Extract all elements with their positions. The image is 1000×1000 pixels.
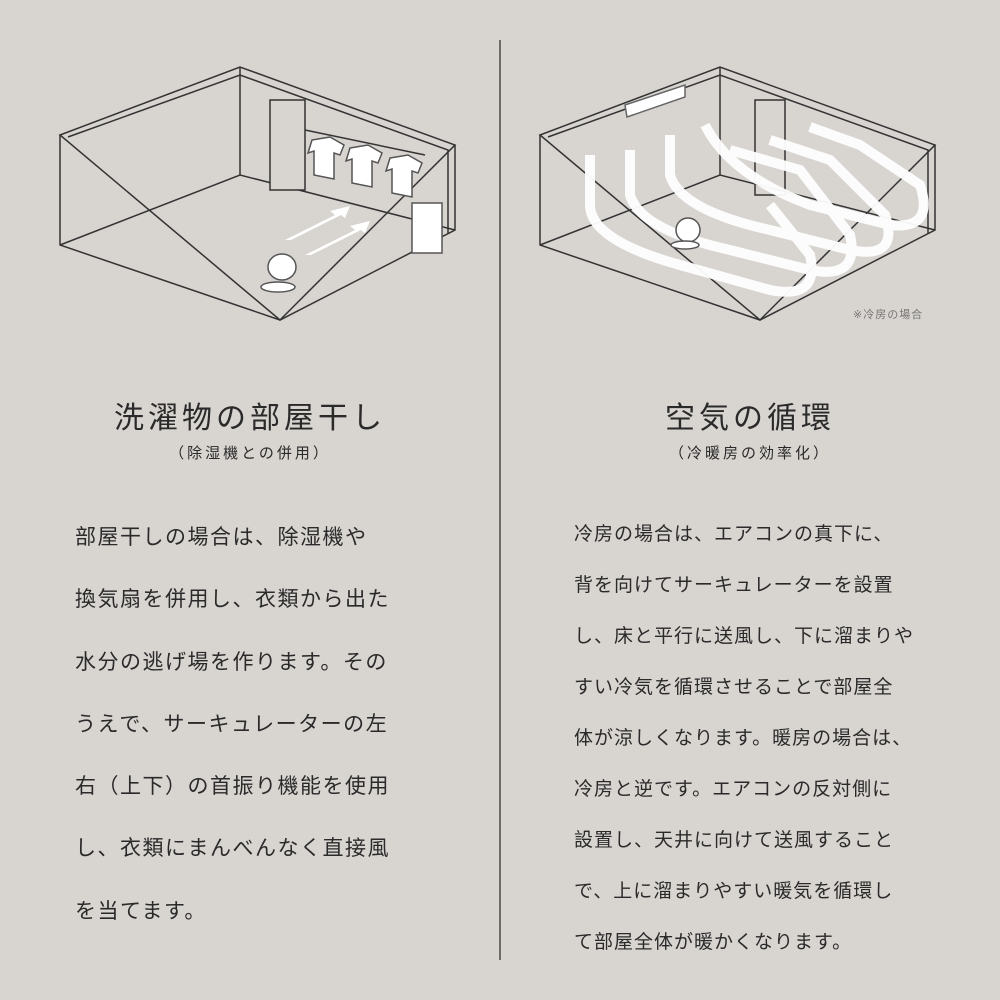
center-divider [499, 40, 501, 960]
body-line: で、上に溜まりやすい暖気を循環し [574, 880, 894, 902]
right-subtitle: （冷暖房の効率化） [668, 444, 831, 462]
left-title: 洗濯物の部屋干し [114, 401, 386, 436]
cooling-case-note: ※冷房の場合 [853, 308, 924, 321]
body-line: 部屋干しの場合は、除湿機や [75, 525, 368, 549]
body-line: 設置し、天井に向けて送風すること [574, 829, 895, 851]
body-line: 背を向けてサーキュレーターを設置 [574, 574, 894, 596]
body-line: 体が涼しくなります。暖房の場合は、 [574, 727, 913, 749]
air-circulation-illustration [538, 66, 937, 322]
body-line: 水分の逃げ場を作ります。その [75, 649, 388, 674]
laundry-room-illustration [58, 66, 457, 322]
left-body: 部屋干しの場合は、除湿機や 換気扇を併用し、衣類から出た 水分の逃げ場を作ります… [75, 506, 390, 942]
body-line: 右（上下）の首振り機能を使用 [75, 774, 390, 799]
body-line: 冷房と逆です。エアコンの反対側に [574, 778, 893, 800]
body-line: て部屋全体が暖かくなります。 [574, 931, 853, 953]
body-line: し、衣類にまんべんなく直接風 [75, 836, 390, 861]
body-line: すい冷気を循環させることで部屋全 [574, 676, 894, 698]
body-line: 冷房の場合は、エアコンの真下に、 [574, 523, 894, 545]
body-line: うえで、サーキュレーターの左 [75, 711, 389, 736]
body-line: 換気扇を併用し、衣類から出た [75, 587, 390, 612]
left-subtitle: （除湿機との併用） [169, 444, 331, 462]
body-line: し、床と平行に送風し、下に溜まりや [574, 625, 915, 647]
right-body: 冷房の場合は、エアコンの真下に、 背を向けてサーキュレーターを設置 し、床と平行… [574, 509, 914, 968]
body-line: を当てます。 [75, 898, 207, 923]
right-title: 空気の循環 [665, 401, 835, 436]
